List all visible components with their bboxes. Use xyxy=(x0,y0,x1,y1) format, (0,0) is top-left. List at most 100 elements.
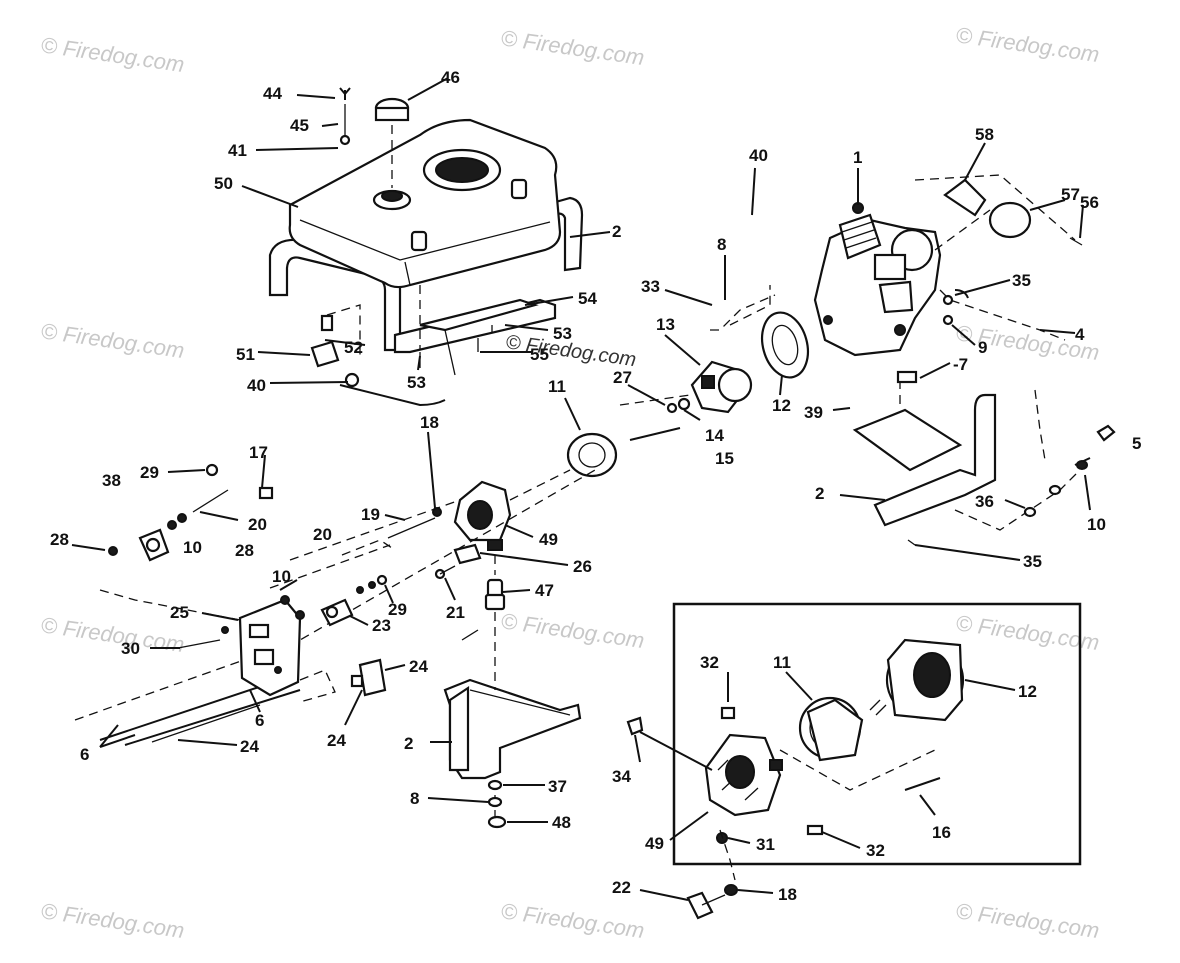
rotor-drum-shell xyxy=(806,698,864,762)
filler-neck-hole xyxy=(381,190,403,202)
label-15: 15 xyxy=(715,449,734,468)
label-2-tank: 2 xyxy=(612,222,621,241)
frame-leg xyxy=(448,685,470,772)
label-32-bottom: 32 xyxy=(866,841,885,860)
washer-icon xyxy=(942,294,954,306)
brush-icon xyxy=(806,824,824,836)
housing-bore xyxy=(725,755,755,789)
label-28-left: 28 xyxy=(50,530,69,549)
label-53-right: 53 xyxy=(553,324,572,343)
tank-bracket xyxy=(510,178,528,200)
assembly-line xyxy=(934,209,991,251)
assembly-line xyxy=(939,289,1066,341)
watermark-text: © Firedog.com xyxy=(499,25,646,70)
bracket-tab xyxy=(350,674,364,688)
watermark-text: © Firedog.com xyxy=(39,612,186,657)
assembly-line xyxy=(710,294,776,331)
label-2-lower: 2 xyxy=(404,734,413,753)
label-53-left: 53 xyxy=(407,373,426,392)
label-40-left: 40 xyxy=(247,376,266,395)
nut-icon xyxy=(1076,460,1088,470)
housing-tab xyxy=(487,539,503,551)
label-8-lower: 8 xyxy=(410,789,419,808)
frame-seam xyxy=(469,689,571,716)
assembly-line xyxy=(729,285,771,326)
washer-icon xyxy=(1048,484,1062,496)
through-bolt xyxy=(151,704,261,743)
label-56: 56 xyxy=(1080,193,1099,212)
nut-icon xyxy=(280,595,290,605)
watermark-text: © Firedog.com xyxy=(39,318,186,363)
washer-icon xyxy=(487,779,503,791)
clamp-icon xyxy=(344,372,360,388)
label-55: 55 xyxy=(530,345,549,364)
through-bolt xyxy=(124,689,301,746)
terminal-icon xyxy=(1096,424,1116,442)
grommet-icon xyxy=(339,134,351,146)
label-16: 16 xyxy=(932,823,951,842)
label-14: 14 xyxy=(705,426,724,445)
label-50: 50 xyxy=(214,174,233,193)
label-35-top: 35 xyxy=(1012,271,1031,290)
label-38: 38 xyxy=(102,471,121,490)
label-5: 5 xyxy=(1132,434,1141,453)
engine-assembly xyxy=(813,170,1083,472)
receptacle-assembly xyxy=(108,463,274,562)
assembly-line xyxy=(1034,389,1046,461)
clip-icon xyxy=(339,87,351,100)
bolt-icon xyxy=(387,517,436,539)
label-21: 21 xyxy=(446,603,465,622)
label-12-top: 12 xyxy=(772,396,791,415)
screw-icon xyxy=(221,626,229,634)
label-1: 1 xyxy=(853,148,862,167)
label-32-top: 32 xyxy=(700,653,719,672)
housing-bore xyxy=(467,500,493,530)
cooling-fins xyxy=(841,221,877,249)
label-6-panel: 6 xyxy=(255,711,264,730)
watermark-text: © Firedog.com xyxy=(499,898,646,943)
muffler xyxy=(878,280,914,314)
screw-icon xyxy=(907,539,916,546)
nut-icon xyxy=(356,586,364,594)
washer-icon xyxy=(1023,506,1037,518)
bolt-icon xyxy=(894,324,906,336)
label-49-main: 49 xyxy=(539,530,558,549)
label-25: 25 xyxy=(170,603,189,622)
leader-lines xyxy=(71,77,1091,901)
assembly-line xyxy=(299,669,336,703)
vibration-mount-base xyxy=(484,593,506,611)
watermark-text: © Firedog.com xyxy=(954,898,1101,943)
nut-icon xyxy=(724,884,738,896)
label-27: 27 xyxy=(613,368,632,387)
stator-bore xyxy=(913,652,951,698)
housing-tab xyxy=(769,759,783,771)
bolt-head-icon xyxy=(686,891,714,920)
bolt-icon xyxy=(823,315,833,325)
assembly-line xyxy=(326,304,361,355)
tank-opening-hole xyxy=(435,157,489,183)
spring-clip xyxy=(869,699,887,716)
cover-plate xyxy=(988,201,1032,239)
label-10-left: 10 xyxy=(183,538,202,557)
brush-icon xyxy=(720,706,736,720)
label-20-left: 20 xyxy=(248,515,267,534)
carburetor xyxy=(873,253,907,281)
label-10-mid: 10 xyxy=(272,567,291,586)
label-20-mid: 20 xyxy=(313,525,332,544)
lower-hardware xyxy=(686,884,738,920)
rotor-core xyxy=(701,375,715,389)
label-23: 23 xyxy=(372,616,391,635)
label-46: 46 xyxy=(441,68,460,87)
label-10-right: 10 xyxy=(1087,515,1106,534)
assembly-line xyxy=(341,539,393,556)
label-34: 34 xyxy=(612,767,631,786)
watermark-text: © Firedog.com xyxy=(39,32,186,77)
switch-icon xyxy=(274,666,282,674)
label-48: 48 xyxy=(552,813,571,832)
inset-detail xyxy=(626,602,1082,881)
fuel-tank-assembly xyxy=(268,87,584,407)
label-29-left: 29 xyxy=(140,463,159,482)
screw-icon xyxy=(1069,237,1083,246)
assembly-line xyxy=(289,499,461,561)
label-17: 17 xyxy=(249,443,268,462)
